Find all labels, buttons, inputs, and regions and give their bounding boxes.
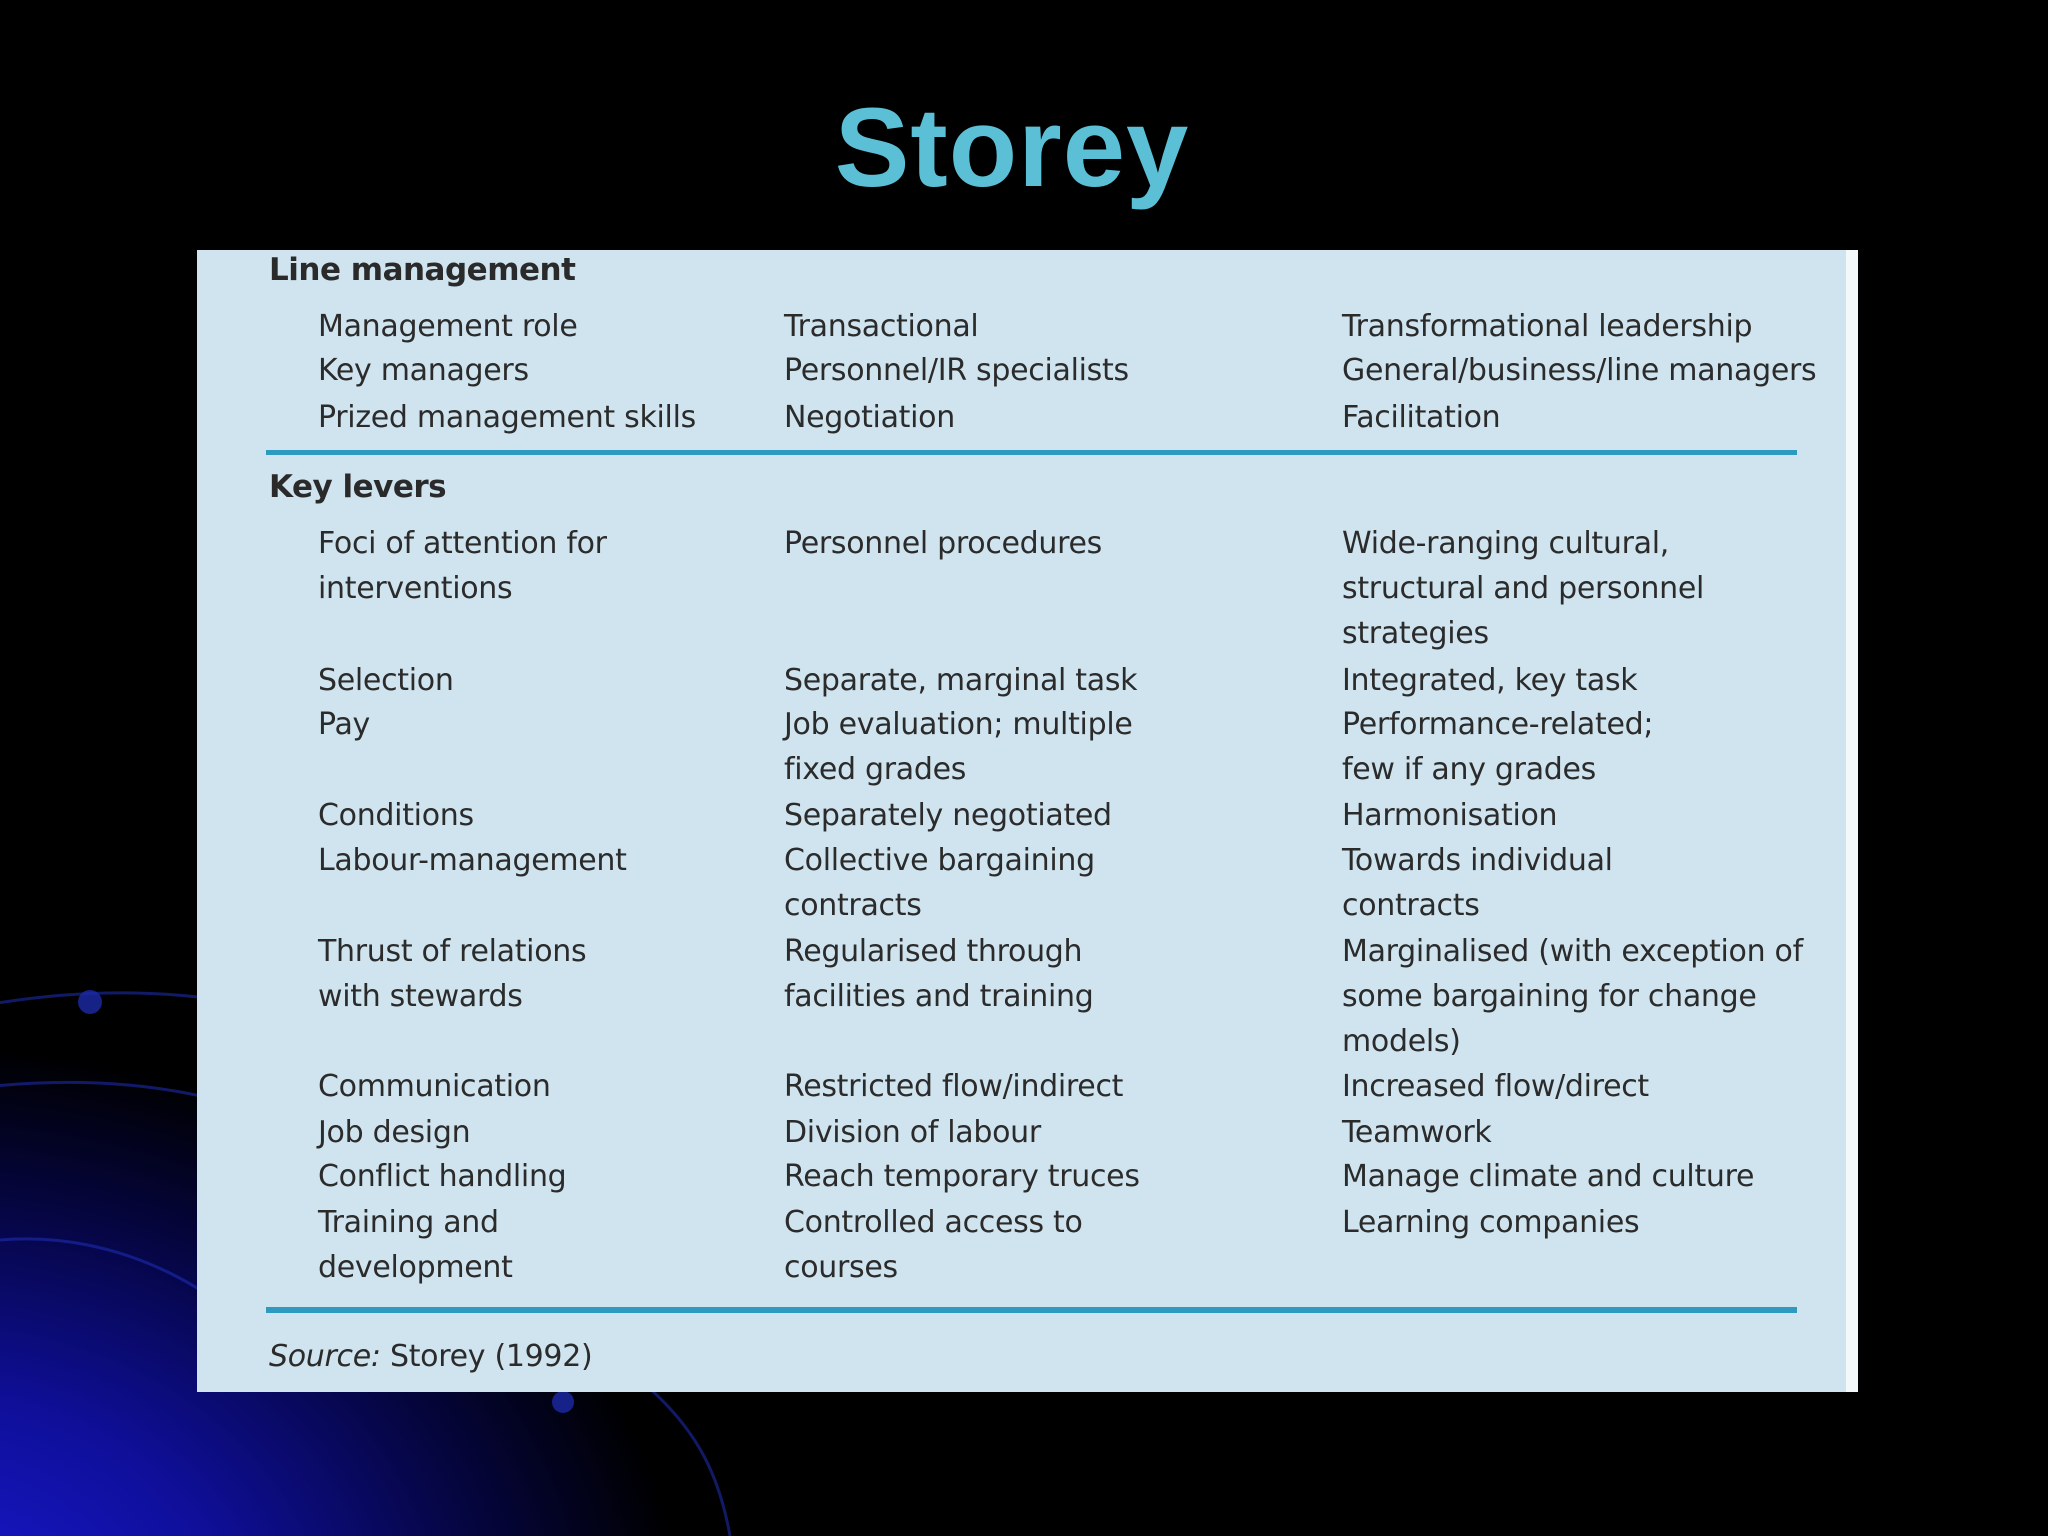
table-cell-personnel: Job evaluation; multiple fixed grades [784, 707, 1133, 787]
table-cell-hrm: Harmonisation [1342, 798, 1558, 833]
table-cell-hrm: Increased flow/direct [1342, 1069, 1649, 1104]
table-cell-dimension: Conflict handling [318, 1159, 567, 1194]
table-cell-personnel: Negotiation [784, 400, 955, 435]
section-divider [266, 1307, 1797, 1313]
table-cell-personnel: Personnel/IR specialists [784, 353, 1129, 388]
table-cell-dimension: Training and development [318, 1205, 513, 1285]
table-cell-dimension: Pay [318, 707, 370, 742]
table-cell-personnel: Division of labour [784, 1115, 1041, 1150]
table-cell-dimension: Foci of attention for interventions [318, 526, 607, 606]
table-cell-hrm: Integrated, key task [1342, 663, 1638, 698]
table-cell-personnel: Reach temporary truces [784, 1159, 1140, 1194]
section-heading-line-management: Line management [269, 252, 576, 288]
table-cell-hrm: Learning companies [1342, 1205, 1640, 1240]
table-cell-personnel: Restricted flow/indirect [784, 1069, 1124, 1104]
table-cell-hrm: Teamwork [1342, 1115, 1492, 1150]
table-cell-personnel: Personnel procedures [784, 526, 1102, 561]
table-cell-hrm: Performance-related; few if any grades [1342, 707, 1654, 787]
table-cell-personnel: Separate, marginal task [784, 663, 1138, 698]
table-cell-hrm: Facilitation [1342, 400, 1501, 435]
source-label: Source: [269, 1339, 381, 1374]
table-cell-dimension: Job design [318, 1115, 471, 1150]
section-heading-key-levers: Key levers [269, 469, 447, 505]
table-cell-dimension: Prized management skills [318, 400, 696, 435]
source-citation: Source: Storey (1992) [269, 1339, 593, 1374]
table-cell-personnel: Regularised through facilities and train… [784, 934, 1094, 1014]
table-cell-dimension: Thrust of relations with stewards [318, 934, 587, 1014]
table-cell-hrm: Wide-ranging cultural, structural and pe… [1342, 526, 1705, 651]
table-cell-hrm: General/business/line managers [1342, 353, 1817, 388]
source-text: Storey (1992) [389, 1339, 593, 1374]
table-cell-dimension: Conditions [318, 798, 474, 833]
table-cell-dimension: Communication [318, 1069, 551, 1104]
section-divider [266, 450, 1797, 455]
table-cell-dimension: Labour-management [318, 843, 627, 878]
table-cell-hrm: Transformational leadership [1342, 309, 1753, 344]
table-cell-personnel: Collective bargaining contracts [784, 843, 1095, 923]
table-cell-dimension: Key managers [318, 353, 529, 388]
table-cell-personnel: Transactional [784, 309, 979, 344]
table-cell-hrm: Manage climate and culture [1342, 1159, 1755, 1194]
table-cell-hrm: Marginalised (with exception of some bar… [1342, 934, 1803, 1059]
comparison-table-panel: Line management Management role Transact… [197, 250, 1858, 1392]
table-cell-dimension: Selection [318, 663, 454, 698]
table-cell-dimension: Management role [318, 309, 578, 344]
table-cell-personnel: Controlled access to courses [784, 1205, 1083, 1285]
slide-title: Storey [834, 85, 1190, 210]
table-cell-hrm: Towards individual contracts [1342, 843, 1613, 923]
table-cell-personnel: Separately negotiated [784, 798, 1112, 833]
